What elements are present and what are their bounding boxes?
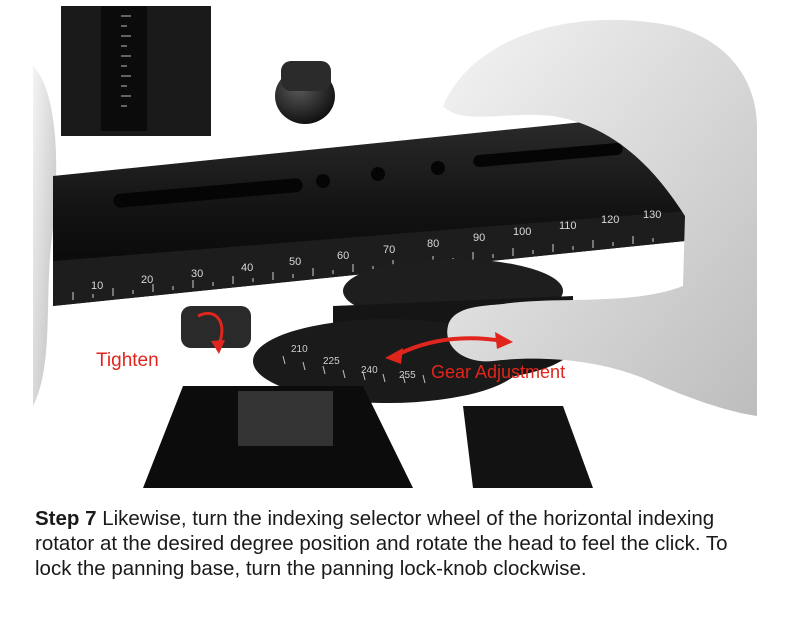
rail-tick-label: 20 — [141, 274, 153, 286]
rail-tick-label: 40 — [241, 262, 253, 274]
base-tick-label: 255 — [399, 370, 416, 381]
rail-tick-label: 90 — [473, 232, 485, 244]
product-photo: 10 20 30 40 50 60 70 80 90 100 110 120 1… — [33, 6, 757, 488]
rail-tick-label: 50 — [289, 256, 301, 268]
rail-tick-label: 100 — [513, 226, 531, 238]
step-text: Likewise, turn the indexing selector whe… — [35, 507, 728, 580]
base-tick-label: 225 — [323, 356, 340, 367]
gear-adjustment-label: Gear Adjustment — [431, 362, 566, 382]
step-caption: Step 7 Likewise, turn the indexing selec… — [35, 506, 755, 581]
tighten-label: Tighten — [96, 350, 159, 371]
rail-tick-label: 80 — [427, 238, 439, 250]
rail-tick-label: 60 — [337, 250, 349, 262]
rail-tick-label: 130 — [643, 209, 661, 221]
rail-tick-label: 120 — [601, 214, 619, 226]
rail-tick-label: 30 — [191, 268, 203, 280]
rail-tick-label: 70 — [383, 244, 395, 256]
upright-scale — [101, 6, 147, 131]
right-hand — [443, 19, 757, 416]
photo-illustration: 10 20 30 40 50 60 70 80 90 100 110 120 1… — [33, 6, 757, 488]
gear-adjustment-arrow — [394, 336, 504, 358]
rail-tick-label: 110 — [559, 220, 577, 232]
base-tick-label: 240 — [361, 365, 378, 376]
left-hand — [33, 66, 57, 406]
rail-tick-label: 10 — [91, 280, 103, 292]
step-number: Step 7 — [35, 507, 97, 530]
base-tick-label: 210 — [291, 344, 308, 355]
